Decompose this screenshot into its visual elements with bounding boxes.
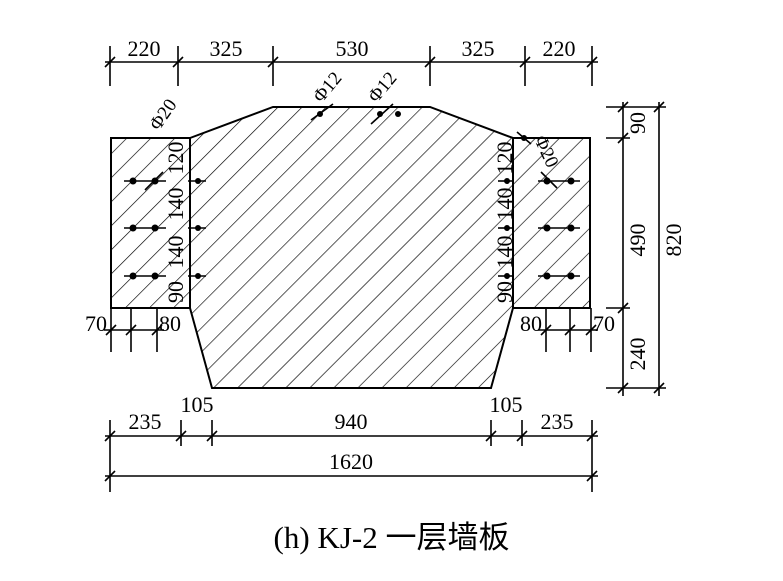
right-dim-2: 490 bbox=[625, 224, 650, 257]
right-side-panel bbox=[512, 137, 591, 309]
right-bottom-dim-2: 70 bbox=[593, 311, 615, 336]
right-dim-3: 240 bbox=[625, 338, 650, 371]
figure-caption: (h) KJ-2 一层墙板 bbox=[273, 520, 510, 555]
bottom-total-dimension bbox=[104, 470, 598, 482]
wall-panel-section bbox=[189, 106, 514, 389]
bottom-dimension-line bbox=[104, 420, 598, 492]
right-dim-total: 820 bbox=[661, 224, 686, 257]
right-dim-1: 90 bbox=[625, 112, 650, 134]
bottom-dim-2: 105 bbox=[181, 392, 214, 417]
right-spacing-1: 120 bbox=[492, 142, 517, 175]
top-dim-4: 325 bbox=[462, 36, 495, 61]
right-dimension-line bbox=[606, 101, 666, 396]
left-bottom-dim-2: 80 bbox=[159, 311, 181, 336]
right-bottom-dim-1: 80 bbox=[520, 311, 542, 336]
rebar-label-top-left: Φ12 bbox=[309, 68, 346, 107]
left-spacing-3: 140 bbox=[163, 236, 188, 269]
right-spacing-2: 140 bbox=[492, 188, 517, 221]
left-spacing-1: 120 bbox=[163, 142, 188, 175]
rebar-label-top-right: Φ12 bbox=[364, 68, 401, 107]
left-spacing-4: 90 bbox=[163, 281, 188, 303]
top-dim-3: 530 bbox=[336, 36, 369, 61]
left-side-panel bbox=[110, 137, 191, 309]
rebar-label-left: Φ20 bbox=[145, 95, 181, 134]
right-spacing-4: 90 bbox=[492, 281, 517, 303]
left-bottom-dimension bbox=[104, 308, 164, 352]
top-dim-5: 220 bbox=[543, 36, 576, 61]
bottom-dim-4: 105 bbox=[490, 392, 523, 417]
top-dim-1: 220 bbox=[128, 36, 161, 61]
top-dimension-line bbox=[104, 46, 598, 86]
bottom-dim-total: 1620 bbox=[329, 449, 373, 474]
bottom-dim-5: 235 bbox=[541, 409, 574, 434]
right-bottom-dimension bbox=[538, 308, 598, 352]
bottom-dim-1: 235 bbox=[129, 409, 162, 434]
top-dim-2: 325 bbox=[210, 36, 243, 61]
left-spacing-2: 140 bbox=[163, 188, 188, 221]
left-bottom-dim-1: 70 bbox=[85, 311, 107, 336]
right-spacing-3: 140 bbox=[492, 236, 517, 269]
rebar-ticks bbox=[124, 103, 580, 277]
bottom-dim-3: 940 bbox=[335, 409, 368, 434]
